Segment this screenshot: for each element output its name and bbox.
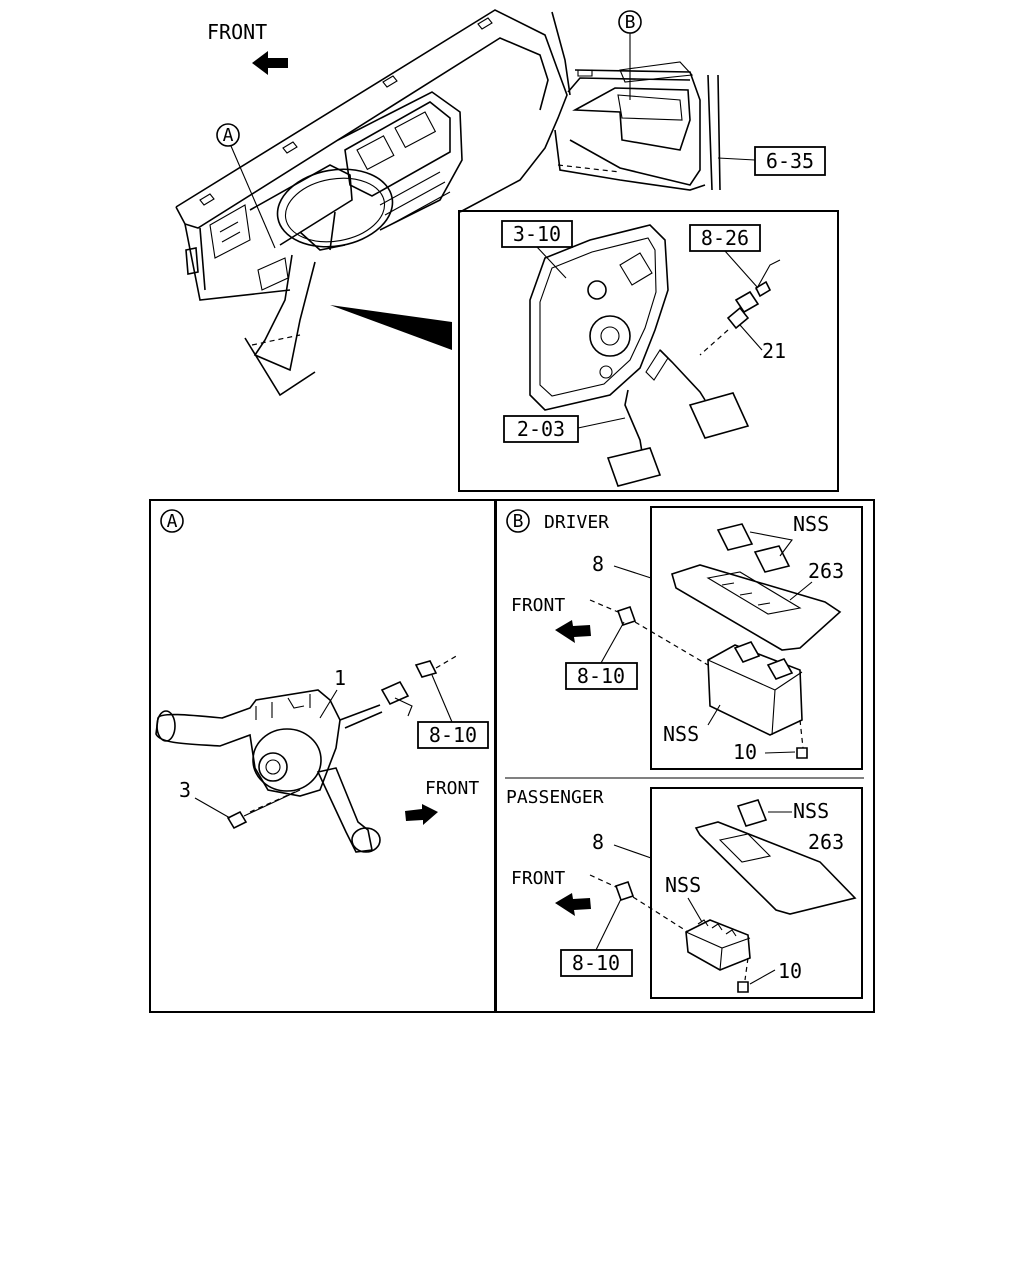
part-1-label: 1	[334, 666, 346, 690]
part-3-label: 3	[179, 778, 191, 802]
ref-6-35-label: 6-35	[766, 149, 814, 173]
passenger-nss-top-label: NSS	[793, 799, 829, 823]
driver-ref-8-10-label: 8-10	[577, 664, 625, 688]
driver-nss-bottom-label: NSS	[663, 722, 699, 746]
driver-part-263-label: 263	[808, 559, 844, 583]
passenger-front-arrow	[555, 893, 591, 916]
driver-part-8-label: 8	[592, 552, 604, 576]
part-21-label: 21	[762, 339, 786, 363]
detail-b-marker: B	[513, 511, 524, 532]
passenger-part-10-label: 10	[778, 959, 802, 983]
driver-title: DRIVER	[544, 512, 609, 533]
overview-front-arrow	[252, 51, 288, 75]
ref-2-03-label: 2-03	[517, 417, 565, 441]
driver-front-label: FRONT	[511, 595, 565, 616]
detail-a-front-arrow	[405, 804, 438, 825]
passenger-title: PASSENGER	[506, 787, 604, 808]
detail-a-ref-8-10-label: 8-10	[429, 723, 477, 747]
overview-front-label: FRONT	[207, 20, 267, 44]
ref-3-10-label: 3-10	[513, 222, 561, 246]
door-panel-overview: B 6-35	[551, 10, 826, 191]
detail-a-front-label: FRONT	[425, 778, 479, 799]
driver-part-10-label: 10	[733, 740, 757, 764]
detail-b-panel: B DRIVER NSS 263 NSS 10	[495, 499, 875, 1013]
inset-pointer-wedge	[330, 305, 452, 350]
driver-switch-group: DRIVER NSS 263 NSS 10 8	[511, 506, 863, 770]
driver-front-arrow	[555, 620, 591, 643]
passenger-part-8-label: 8	[592, 830, 604, 854]
driver-nss-top-label: NSS	[793, 512, 829, 536]
callout-a-label: A	[223, 125, 234, 146]
passenger-switch-group: PASSENGER NSS 263 NSS 10 8 FRONT	[506, 787, 863, 999]
passenger-part-263-label: 263	[808, 830, 844, 854]
ref-8-26-label: 8-26	[701, 226, 749, 250]
passenger-ref-8-10-label: 8-10	[572, 951, 620, 975]
dashboard-overview: FRONT A	[175, 9, 568, 397]
passenger-front-label: FRONT	[511, 868, 565, 889]
passenger-nss-mid-label: NSS	[665, 873, 701, 897]
callout-b-label: B	[625, 12, 636, 33]
detail-a-marker: A	[167, 511, 178, 532]
detail-a-panel: A 1 3 8-10 FRONT	[149, 499, 496, 1013]
pedal-inset: 3-10 8-26 21 2-03	[458, 210, 839, 492]
